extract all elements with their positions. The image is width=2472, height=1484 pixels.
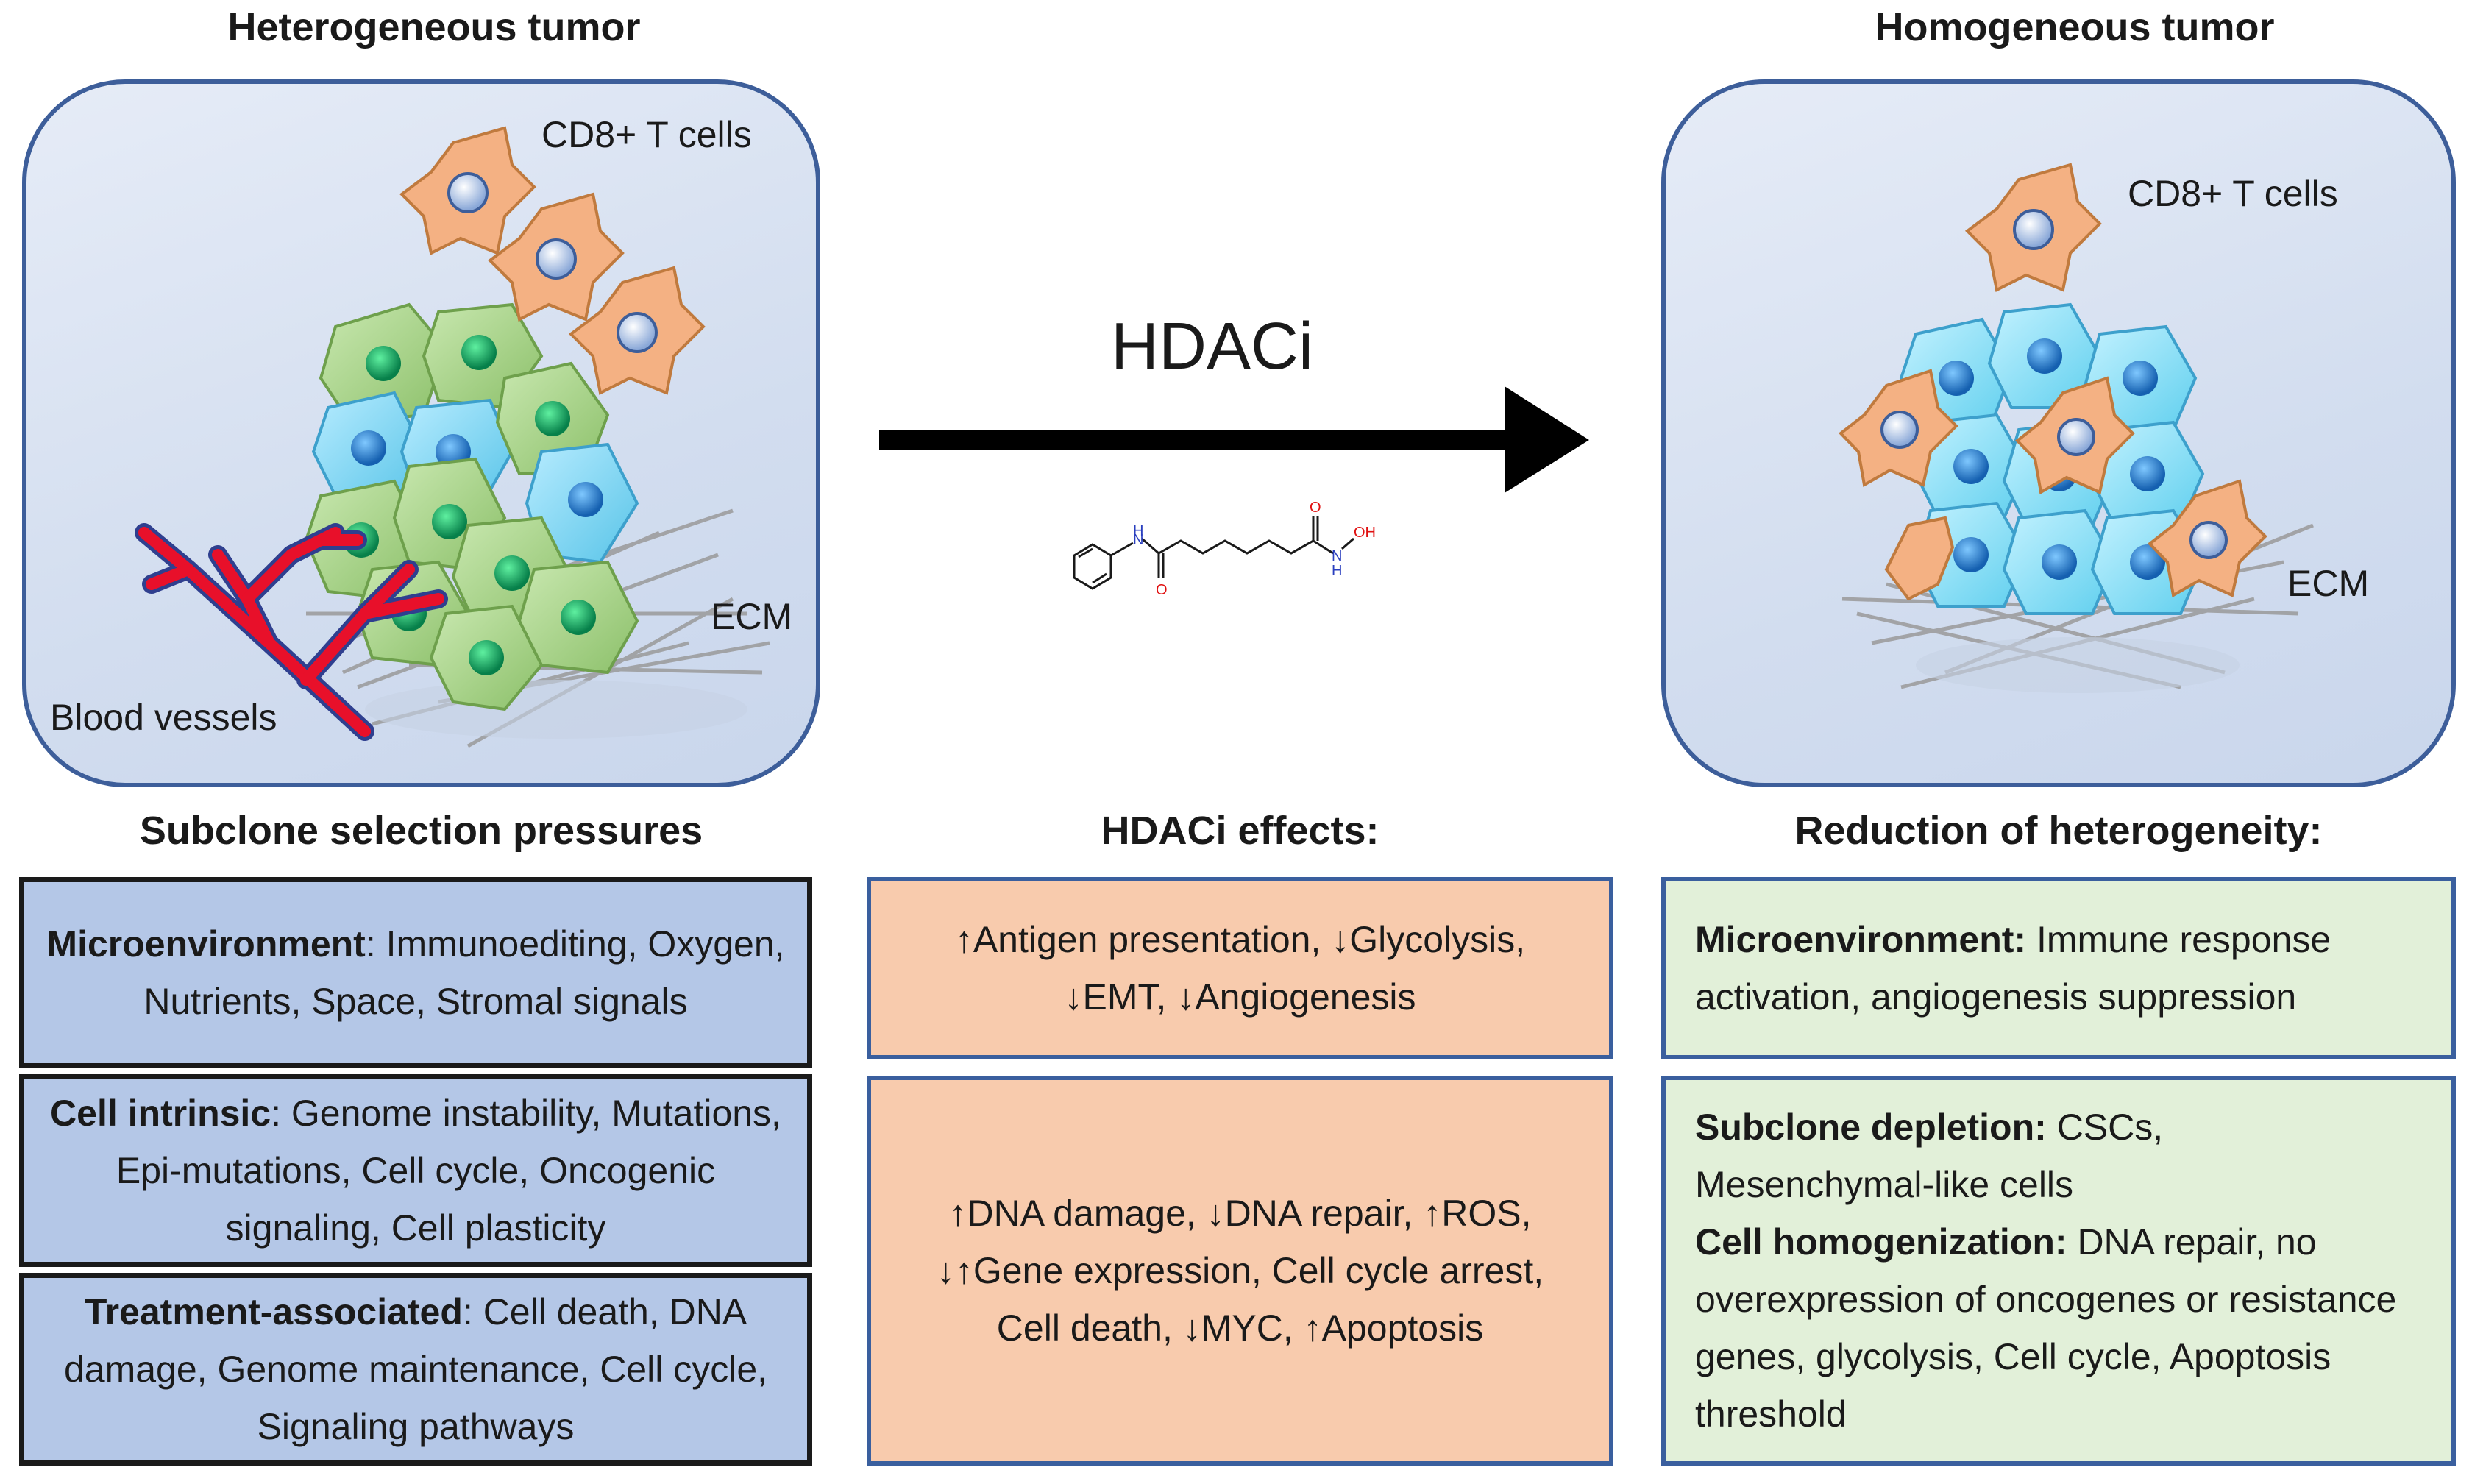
box-text: Immune response activation, angiogenesis… bbox=[1695, 919, 2331, 1018]
reduction-microenvironment-box: Microenvironment: Immune response activa… bbox=[1661, 877, 2456, 1059]
molecule-o1: O bbox=[1156, 582, 1168, 598]
reduction-heading: Reduction of heterogeneity: bbox=[1794, 809, 2323, 853]
box-text: DNA repair, no overexpression of oncogen… bbox=[1695, 1221, 2397, 1435]
pressures-heading: Subclone selection pressures bbox=[139, 809, 703, 853]
box-bold-term: Microenvironment bbox=[46, 923, 366, 965]
molecule-oh: OH bbox=[1354, 525, 1376, 541]
box-text: : Cell death, DNA damage, Genome mainten… bbox=[63, 1291, 768, 1447]
microenvironment-pressure-box: Microenvironment: Immunoediting, Oxygen,… bbox=[19, 877, 812, 1068]
molecule-o2: O bbox=[1310, 500, 1321, 516]
treatment-pressure-box: Treatment-associated: Cell death, DNA da… bbox=[19, 1273, 812, 1466]
box-bold-term: Cell intrinsic bbox=[50, 1093, 271, 1134]
cd8-t-cells-right bbox=[1839, 163, 2267, 601]
molecule-nh-h: H bbox=[1133, 523, 1143, 539]
box-bold-term: Cell homogenization: bbox=[1695, 1221, 2067, 1263]
hdaci-arrow-label: HDACi bbox=[1111, 310, 1314, 383]
box-bold-term: Treatment-associated bbox=[84, 1291, 463, 1332]
hdaci-molecule-structure: H N O O N H OH bbox=[1073, 500, 1376, 598]
cell-intrinsic-pressure-box: Cell intrinsic: Genome instability, Muta… bbox=[19, 1074, 812, 1267]
hdaci-effects-box-2: ↑DNA damage, ↓DNA repair, ↑ROS, ↓↑Gene e… bbox=[867, 1076, 1613, 1466]
box-bold-term: Microenvironment: bbox=[1695, 919, 2027, 960]
heterogeneous-tumor-illustration bbox=[135, 126, 770, 748]
blood-vessels-label: Blood vessels bbox=[50, 697, 277, 738]
hdaci-effects-box-1: ↑Antigen presentation, ↓Glycolysis, ↓EMT… bbox=[867, 877, 1613, 1059]
tumor-cells-mixed bbox=[304, 302, 639, 711]
reduction-subclone-box: Subclone depletion: CSCs, Mesenchymal-li… bbox=[1661, 1076, 2456, 1466]
homogeneous-tumor-illustration bbox=[1839, 163, 2314, 693]
right-tcells-label: CD8+ T cells bbox=[2128, 173, 2338, 214]
left-tcells-label: CD8+ T cells bbox=[541, 114, 752, 155]
box-text: ↑Antigen presentation, ↓Glycolysis, ↓EMT… bbox=[954, 919, 1526, 1018]
heterogeneous-tumor-panel: CD8+ T cells ECM Blood vessels bbox=[22, 79, 820, 787]
right-panel-title: Homogeneous tumor bbox=[1875, 5, 2275, 49]
effects-heading: HDACi effects: bbox=[1101, 809, 1379, 853]
homogeneous-tumor-panel: CD8+ T cells ECM bbox=[1661, 79, 2456, 787]
box-text: : Immunoediting, Oxygen, Nutrients, Spac… bbox=[143, 923, 785, 1022]
hdaci-arrow bbox=[879, 386, 1589, 493]
box-text: CSCs, Mesenchymal-like cells bbox=[1695, 1107, 2164, 1205]
blood-vessels bbox=[135, 523, 448, 741]
box-text: : Genome instability, Mutations, Epi-mut… bbox=[116, 1093, 781, 1249]
molecule-n2: N bbox=[1332, 548, 1342, 564]
molecule-h2: H bbox=[1332, 563, 1342, 579]
right-ecm-label: ECM bbox=[2287, 563, 2370, 604]
left-ecm-label: ECM bbox=[711, 596, 793, 637]
molecule-nh-n: N bbox=[1133, 532, 1143, 548]
left-panel-title: Heterogeneous tumor bbox=[227, 5, 641, 49]
box-text: ↑DNA damage, ↓DNA repair, ↑ROS, ↓↑Gene e… bbox=[936, 1193, 1544, 1349]
box-bold-term: Subclone depletion: bbox=[1695, 1107, 2047, 1148]
cd8-t-cells bbox=[399, 126, 706, 395]
